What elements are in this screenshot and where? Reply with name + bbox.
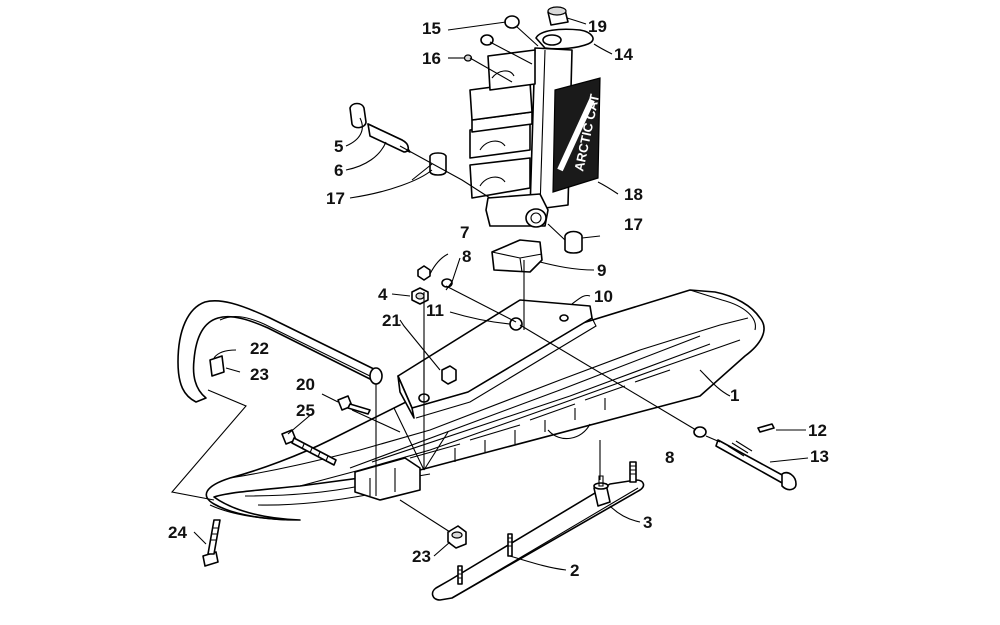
callout-17-left: 17	[326, 189, 345, 208]
callout-1: 1	[730, 386, 739, 405]
fasteners	[209, 265, 707, 549]
spindle-bumper	[491, 239, 543, 273]
callout-2: 2	[570, 561, 579, 580]
callout-5: 5	[334, 137, 343, 156]
bushings	[349, 102, 583, 254]
wear-bar	[431, 461, 645, 601]
callout-13: 13	[810, 447, 829, 466]
small-bolts	[202, 395, 371, 567]
callout-3: 3	[643, 513, 652, 532]
callout-15: 15	[422, 19, 441, 38]
callout-leaders	[193, 17, 809, 571]
callout-23-top: 23	[250, 365, 269, 384]
assembly-lines	[170, 25, 721, 533]
top-hardware	[463, 6, 569, 62]
callout-8-top: 8	[462, 247, 471, 266]
ski-body	[205, 289, 765, 521]
callout-labels: 1 2 3 4 5 6 7 8 8 9 10 11 12 13 14 15 16…	[168, 17, 829, 580]
callout-12: 12	[808, 421, 827, 440]
spindle-bolt	[715, 423, 797, 491]
callout-6: 6	[334, 161, 343, 180]
callout-17-right: 17	[624, 215, 643, 234]
spindle-assembly: ARCTIC CAT	[469, 28, 602, 228]
callout-22: 22	[250, 339, 269, 358]
callout-7: 7	[460, 223, 469, 242]
callout-24: 24	[168, 523, 187, 542]
callout-14: 14	[614, 45, 633, 64]
callout-11: 11	[426, 301, 444, 320]
callout-8-bottom: 8	[665, 448, 674, 467]
callout-16: 16	[422, 49, 441, 68]
callout-9: 9	[597, 261, 606, 280]
callout-10: 10	[594, 287, 613, 306]
callout-23-bottom: 23	[412, 547, 431, 566]
callout-19: 19	[588, 17, 607, 36]
callout-21: 21	[382, 311, 401, 330]
callout-4: 4	[378, 285, 388, 304]
callout-25: 25	[296, 401, 315, 420]
callout-18: 18	[624, 185, 643, 204]
ski-loop-handle	[177, 299, 383, 403]
callout-20: 20	[296, 375, 315, 394]
